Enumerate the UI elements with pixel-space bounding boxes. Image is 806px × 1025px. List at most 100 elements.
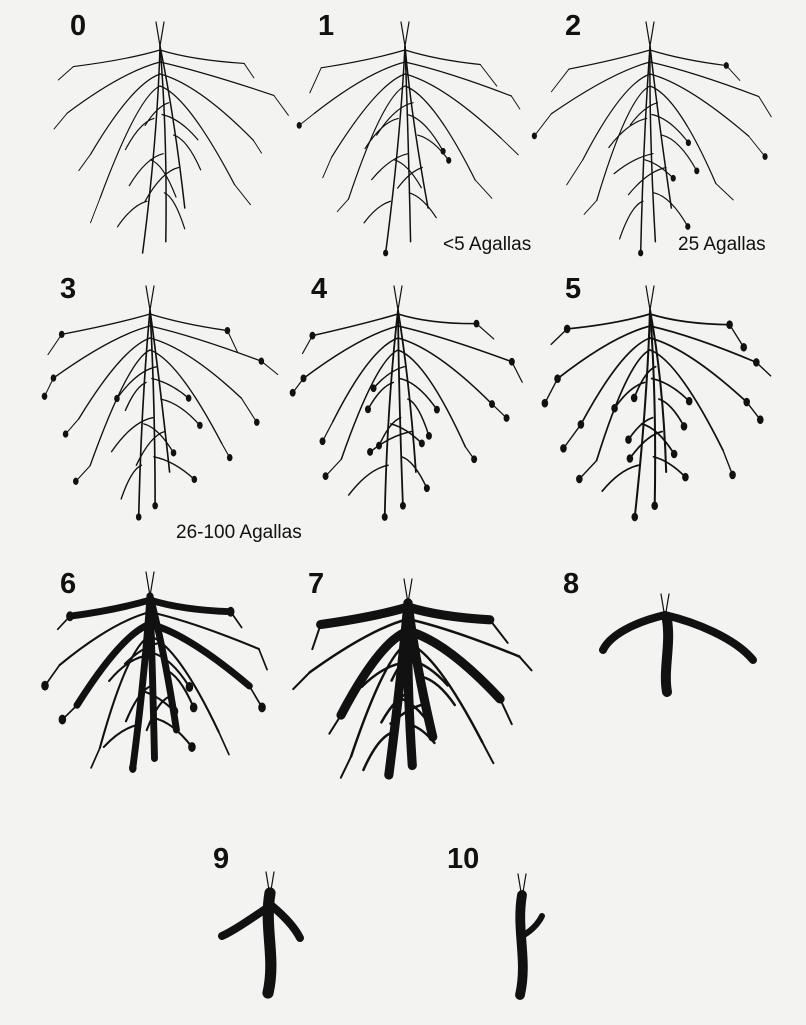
root-branch — [372, 154, 408, 180]
root-branch — [370, 432, 411, 452]
rootlet — [551, 69, 569, 92]
root-branch — [654, 193, 688, 227]
lateral-root — [398, 338, 492, 404]
stem-base — [401, 22, 409, 46]
root-gall — [59, 715, 67, 725]
lateral-root — [60, 612, 150, 665]
root-gall — [685, 223, 690, 230]
root-gall — [63, 430, 69, 437]
root-branch — [379, 418, 401, 446]
note-25-galls: 25 Agallas — [678, 235, 766, 254]
lateral-root — [67, 62, 160, 113]
root-branch — [349, 465, 388, 495]
root-gall — [129, 763, 137, 773]
galled-taproot — [666, 620, 668, 692]
root-gall — [542, 399, 549, 408]
root-branch — [609, 118, 647, 147]
rootlet — [299, 113, 314, 125]
lateral-root — [398, 314, 477, 324]
root-gall — [740, 343, 747, 352]
rootlet — [584, 200, 597, 214]
rootlet — [234, 184, 250, 204]
root-gall — [192, 476, 198, 483]
root-system-5 — [542, 286, 771, 521]
root-system-2 — [532, 22, 772, 256]
root-branch — [630, 432, 662, 459]
root-gall — [400, 502, 406, 510]
galled-lateral-right — [665, 615, 753, 660]
rootlet — [480, 64, 497, 86]
panel-9-number: 9 — [213, 845, 229, 874]
root-branch — [117, 201, 146, 227]
rootlet — [337, 199, 348, 212]
root-gall — [419, 440, 425, 448]
root-branch — [662, 135, 697, 171]
root-system-8 — [603, 594, 753, 692]
root-gall — [638, 250, 643, 257]
rootlet — [323, 157, 332, 178]
rootlet — [511, 96, 520, 109]
rootlet — [475, 180, 492, 198]
lateral-root — [160, 86, 234, 184]
panel-1-number: 1 — [318, 12, 334, 41]
root-gall — [682, 473, 689, 482]
lateral-root — [408, 607, 490, 620]
lateral-root — [79, 338, 150, 419]
root-gall — [504, 414, 510, 422]
stem-base — [156, 22, 164, 46]
panel-3-number: 3 — [60, 275, 76, 304]
root-gall — [190, 703, 198, 713]
root-system-0 — [54, 22, 288, 253]
root-gall — [367, 448, 373, 456]
root-gall — [576, 475, 583, 484]
root-gall — [188, 742, 196, 752]
root-system-6 — [41, 572, 267, 773]
root-branch — [391, 424, 422, 444]
root-branch — [418, 135, 449, 160]
lateral-root — [150, 600, 231, 612]
lateral-root — [314, 62, 405, 113]
panel-0-number: 0 — [70, 12, 86, 41]
rootlet — [477, 324, 494, 339]
panel-4-number: 4 — [311, 275, 327, 304]
rootlet — [579, 461, 596, 479]
root-gall — [743, 398, 750, 407]
root-branch — [654, 457, 686, 477]
root-gall — [509, 358, 515, 366]
rootlet — [730, 325, 744, 348]
root-gall — [757, 415, 764, 424]
root-gall — [290, 389, 296, 397]
root-gall — [434, 406, 440, 414]
root-branch — [364, 201, 390, 223]
root-gall — [560, 444, 567, 453]
rootlet — [274, 95, 289, 115]
root-system-4 — [290, 286, 523, 521]
root-gall — [301, 374, 307, 382]
root-branch — [152, 379, 189, 399]
note-less-than-5-galls: <5 Agallas — [443, 235, 531, 254]
rootlet — [293, 672, 309, 689]
root-gall — [631, 394, 638, 403]
root-gall — [365, 405, 371, 413]
rootlet — [482, 742, 493, 763]
lateral-root — [349, 86, 405, 199]
lateral-root — [321, 607, 408, 624]
root-gall — [376, 442, 382, 450]
rootlet — [726, 66, 740, 81]
galled-lateral-left — [603, 615, 665, 650]
root-gall — [225, 327, 231, 334]
root-gall — [383, 250, 388, 257]
root-branch — [630, 103, 657, 125]
root-gall — [171, 706, 179, 716]
root-gall — [197, 422, 203, 429]
lateral-root — [73, 50, 160, 67]
root-gall — [651, 501, 658, 510]
root-gall — [323, 472, 329, 480]
root-system-9 — [222, 872, 300, 993]
root-gall — [625, 435, 632, 444]
rootlet — [91, 748, 100, 768]
root-branch — [161, 399, 200, 425]
rootlet — [519, 657, 531, 671]
root-gall — [489, 400, 495, 408]
